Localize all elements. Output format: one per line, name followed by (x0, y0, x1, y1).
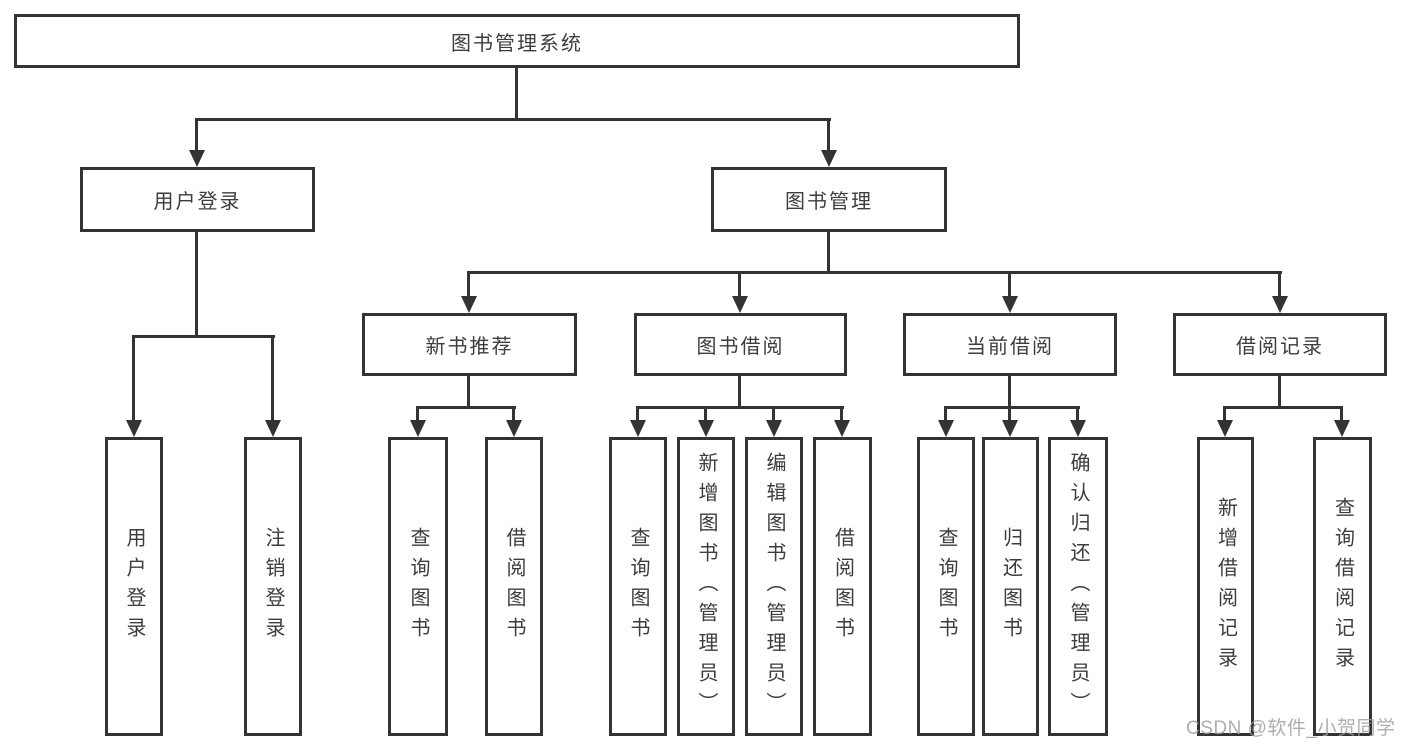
connector-line (636, 406, 639, 422)
connector-line (772, 406, 775, 422)
node-user-login: 用户登录 (80, 167, 315, 232)
node-label: 新增图书（管理员） (695, 451, 717, 722)
connector-line (1340, 406, 1343, 422)
leaf-add-book-admin: 新增图书（管理员） (677, 437, 735, 736)
node-book-management: 图书管理 (711, 167, 947, 232)
connector-line (467, 271, 470, 298)
leaf-user-login: 用户登录 (105, 437, 163, 736)
node-label: 借阅图书 (503, 526, 525, 647)
connector-arrowhead (1002, 296, 1018, 313)
leaf-confirm-return-admin: 确认归还（管理员） (1048, 437, 1108, 736)
connector-line (195, 118, 198, 151)
connector-line (515, 68, 518, 121)
leaf-edit-book-admin: 编辑图书（管理员） (745, 437, 803, 736)
node-label: 当前借阅 (966, 336, 1054, 358)
connector-line (416, 406, 516, 409)
connector-line (512, 406, 515, 422)
node-label: 查询图书 (407, 526, 429, 647)
connector-line (636, 406, 844, 409)
leaf-add-borrow-record: 新增借阅记录 (1197, 437, 1254, 736)
leaf-borrow-book: 借阅图书 (813, 437, 872, 736)
connector-arrowhead (938, 420, 954, 437)
connector-line (1223, 406, 1343, 409)
connector-line (132, 335, 135, 421)
connector-line (738, 376, 741, 409)
connector-line (195, 118, 831, 121)
connector-line (467, 376, 470, 409)
node-label: 图书借阅 (696, 336, 785, 358)
connector-line (1008, 376, 1011, 409)
connector-arrowhead (821, 150, 837, 167)
connector-line (944, 406, 1080, 409)
connector-arrowhead (506, 420, 522, 437)
connector-line (271, 335, 274, 421)
connector-line (1223, 406, 1226, 422)
node-borrow-record: 借阅记录 (1173, 313, 1387, 376)
connector-line (840, 406, 843, 422)
node-label: 确认归还（管理员） (1067, 451, 1089, 722)
connector-line (1278, 271, 1281, 298)
leaf-query-book-current: 查询图书 (917, 437, 975, 736)
connector-arrowhead (1070, 420, 1086, 437)
connector-arrowhead (1217, 420, 1233, 437)
connector-arrowhead (189, 150, 205, 167)
node-label: 归还图书 (999, 526, 1022, 647)
node-label: 编辑图书（管理员） (763, 451, 785, 722)
connector-line (738, 271, 741, 298)
connector-line (416, 406, 419, 422)
connector-line (1008, 406, 1011, 422)
connector-arrowhead (698, 420, 714, 437)
connector-arrowhead (834, 420, 850, 437)
connector-line (944, 406, 947, 422)
node-label: 用户登录 (153, 191, 242, 213)
leaf-query-borrow-record: 查询借阅记录 (1313, 437, 1372, 736)
connector-arrowhead (766, 420, 782, 437)
leaf-query-book-borrow: 查询图书 (609, 437, 667, 736)
node-label: 查询图书 (935, 526, 957, 647)
connector-arrowhead (1002, 420, 1018, 437)
node-label: 新增借阅记录 (1214, 496, 1237, 677)
node-label: 借阅图书 (831, 526, 854, 647)
connector-arrowhead (1334, 420, 1350, 437)
node-book-borrow: 图书借阅 (634, 313, 847, 376)
connector-line (132, 335, 275, 338)
csdn-watermark: CSDN @软件_小贺同学 (1186, 718, 1396, 739)
connector-arrowhead (630, 420, 646, 437)
node-label: 新书推荐 (425, 336, 514, 358)
connector-arrowhead (1272, 296, 1288, 313)
connector-line (1278, 376, 1281, 409)
connector-line (1076, 406, 1079, 422)
node-library-management-system: 图书管理系统 (14, 14, 1020, 68)
node-label: 查询图书 (627, 526, 649, 647)
connector-line (704, 406, 707, 422)
node-label: 借阅记录 (1236, 336, 1324, 358)
leaf-borrow-book-newrec: 借阅图书 (485, 437, 543, 736)
connector-arrowhead (461, 296, 477, 313)
connector-line (195, 232, 198, 338)
node-label: 用户登录 (123, 526, 145, 647)
node-current-borrow: 当前借阅 (903, 313, 1117, 376)
connector-line (1008, 271, 1011, 298)
connector-arrowhead (265, 420, 281, 437)
connector-line (827, 232, 830, 274)
node-label: 图书管理 (785, 191, 873, 213)
connector-line (467, 271, 1282, 274)
node-label: 图书管理系统 (451, 32, 583, 55)
leaf-logout-login: 注销登录 (244, 437, 302, 736)
node-label: 注销登录 (262, 526, 284, 647)
connector-arrowhead (732, 296, 748, 313)
connector-arrowhead (126, 420, 142, 437)
leaf-return-book: 归还图书 (982, 437, 1039, 736)
node-new-book-recommend: 新书推荐 (362, 313, 577, 376)
connector-line (827, 118, 830, 151)
connector-arrowhead (410, 420, 426, 437)
node-label: 查询借阅记录 (1331, 496, 1354, 677)
leaf-query-book-newrec: 查询图书 (388, 437, 448, 736)
